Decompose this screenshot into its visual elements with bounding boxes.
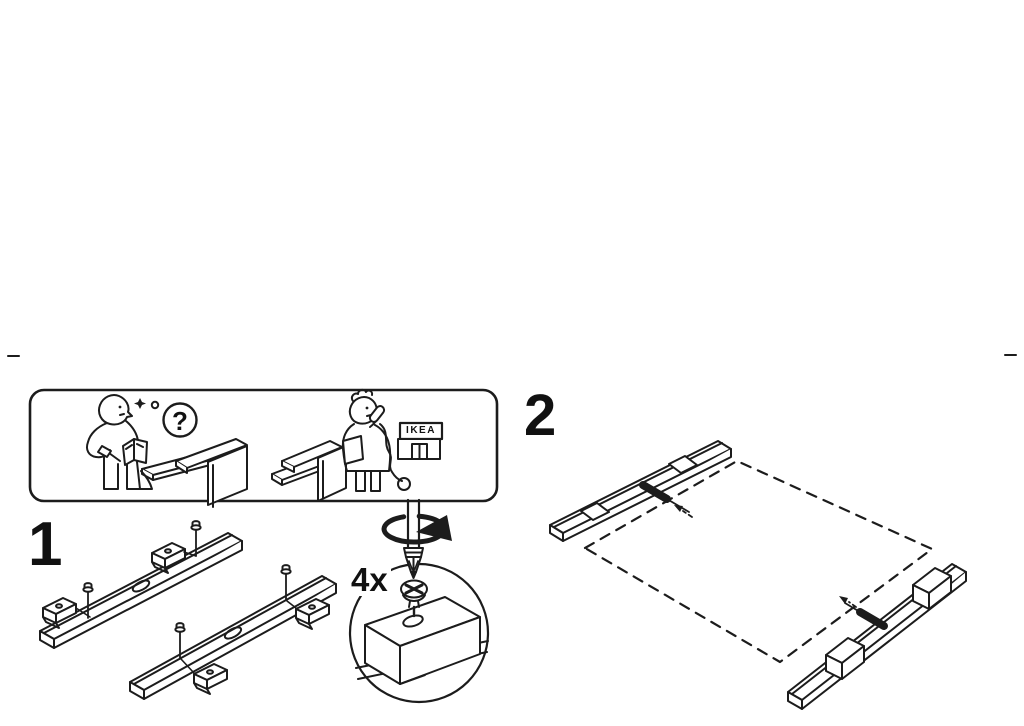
screw-icon bbox=[190, 520, 202, 557]
question-circle-icon bbox=[162, 402, 198, 438]
step2-rail-left bbox=[549, 440, 732, 542]
corner-frame-part bbox=[281, 440, 347, 502]
step2-illustration bbox=[549, 440, 967, 710]
clip-icon bbox=[295, 598, 330, 630]
clip-tab-icon bbox=[580, 502, 610, 521]
phone-receiver-icon bbox=[368, 405, 386, 423]
panel-dashed-outline bbox=[583, 459, 934, 664]
clip-icon bbox=[151, 542, 186, 574]
clip-icon bbox=[42, 597, 77, 629]
ikea-store-icon bbox=[397, 421, 444, 460]
paper-sheet-icon bbox=[342, 435, 364, 465]
hammer-icon bbox=[97, 445, 121, 462]
screw-icon bbox=[174, 622, 186, 659]
rail-back bbox=[39, 532, 243, 649]
ikea-sign-text: IKEA bbox=[406, 425, 436, 436]
magnified-screw-icon bbox=[400, 579, 428, 618]
alignment-mark bbox=[639, 481, 671, 503]
manual-icon bbox=[122, 438, 148, 466]
step-2-number: 2 bbox=[524, 383, 557, 448]
question-mark-label: ? bbox=[172, 406, 188, 436]
step-1-number: 1 bbox=[28, 510, 63, 579]
screw-icon bbox=[82, 582, 94, 619]
sparkle-icon bbox=[134, 398, 146, 409]
corner-frame-part bbox=[175, 438, 248, 508]
rail-front bbox=[129, 575, 337, 700]
thought-dot-icon bbox=[150, 400, 160, 410]
alignment-arrow-icon bbox=[674, 505, 683, 512]
screwdriver-icon bbox=[381, 498, 452, 579]
step2-rail-right bbox=[787, 563, 967, 710]
clip-box-icon bbox=[912, 567, 952, 610]
alignment-arrow-icon bbox=[839, 596, 848, 604]
step1-illustration bbox=[39, 520, 337, 700]
magnified-clip-icon bbox=[364, 596, 481, 685]
clip-icon bbox=[193, 663, 228, 695]
confused-person-illustration bbox=[86, 394, 248, 508]
phone-person-illustration bbox=[271, 388, 444, 502]
clip-box-icon bbox=[825, 637, 865, 680]
screw-icon bbox=[280, 564, 292, 601]
screw-quantity-label: 4x bbox=[348, 563, 391, 596]
alignment-mark bbox=[856, 608, 888, 630]
detail-magnifier bbox=[348, 498, 490, 704]
clip-tab-icon bbox=[668, 455, 698, 474]
help-panel-border bbox=[28, 388, 499, 503]
rotation-arrowhead-icon bbox=[416, 515, 452, 541]
